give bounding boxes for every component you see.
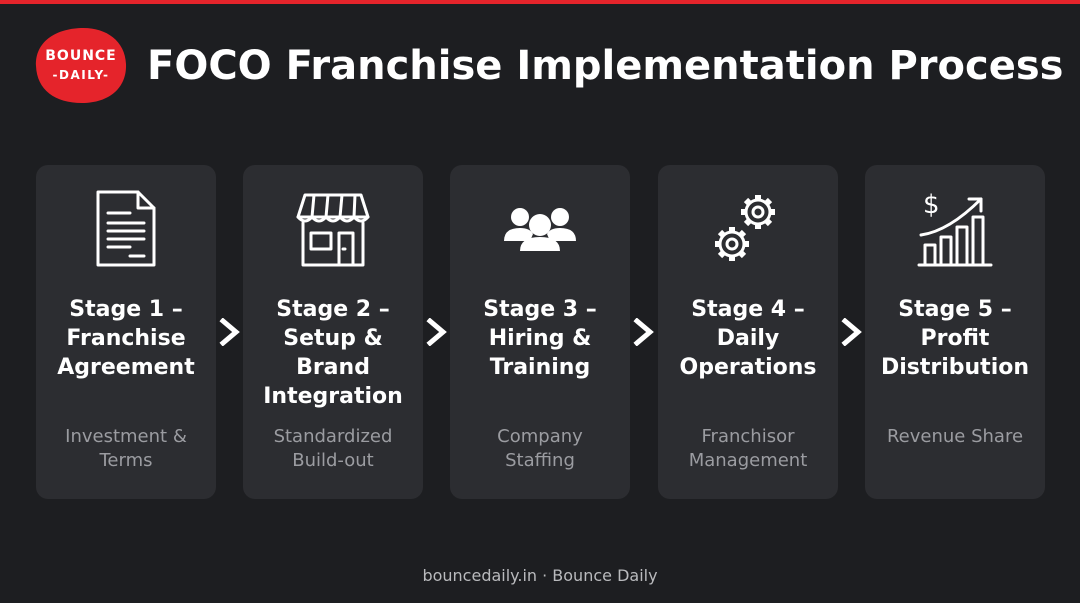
gears-icon xyxy=(715,195,775,261)
svg-text:$: $ xyxy=(923,190,940,220)
stage-description: Revenue Share xyxy=(886,426,1024,447)
people-icon xyxy=(504,208,576,251)
chevron-right-icon xyxy=(426,318,447,346)
stage-card-4: Stage 4 – Daily Operations Franchisor Ma… xyxy=(658,165,838,499)
stage-description: Franchisor Management xyxy=(688,426,808,471)
chevron-right-icon xyxy=(219,318,240,346)
stage-title: Stage 4 – Daily Operations xyxy=(679,297,817,380)
chevron-right-icon xyxy=(841,318,862,346)
footer-credit: bouncedaily.in · Bounce Daily xyxy=(422,566,658,585)
stage-title: Stage 2 – Setup & Brand Integration xyxy=(263,297,403,409)
logo-blob-shape xyxy=(35,27,127,104)
page-title: FOCO Franchise Implementation Process xyxy=(147,43,1064,89)
logo-text-bounce: BOUNCE xyxy=(45,47,117,64)
stage-description: Standardized Build-out xyxy=(273,426,393,471)
stage-card-3: Stage 3 – Hiring & Training Company Staf… xyxy=(450,165,630,499)
stage-description: Investment & Terms xyxy=(65,426,187,471)
chevron-right-icon xyxy=(633,318,654,346)
document-icon xyxy=(96,190,156,267)
logo-text-daily: -DAILY- xyxy=(52,67,110,82)
stage-card-5: $ Stage 5 – Profit Distribution Revenue … xyxy=(865,165,1045,499)
stage-card-1: Stage 1 – Franchise Agreement Investment… xyxy=(36,165,216,499)
stage-description: Company Staffing xyxy=(497,426,583,471)
stage-title: Stage 1 – Franchise Agreement xyxy=(57,297,195,380)
storefront-icon xyxy=(296,193,370,267)
stage-title: Stage 5 – Profit Distribution xyxy=(880,297,1030,380)
top-accent-bar xyxy=(0,0,1080,4)
stage-card-2: Stage 2 – Setup & Brand Integration Stan… xyxy=(243,165,423,499)
growth-chart-icon: $ xyxy=(917,190,993,267)
stage-title: Stage 3 – Hiring & Training xyxy=(483,297,597,380)
bounce-daily-logo[interactable]: BOUNCE -DAILY- xyxy=(35,26,127,104)
